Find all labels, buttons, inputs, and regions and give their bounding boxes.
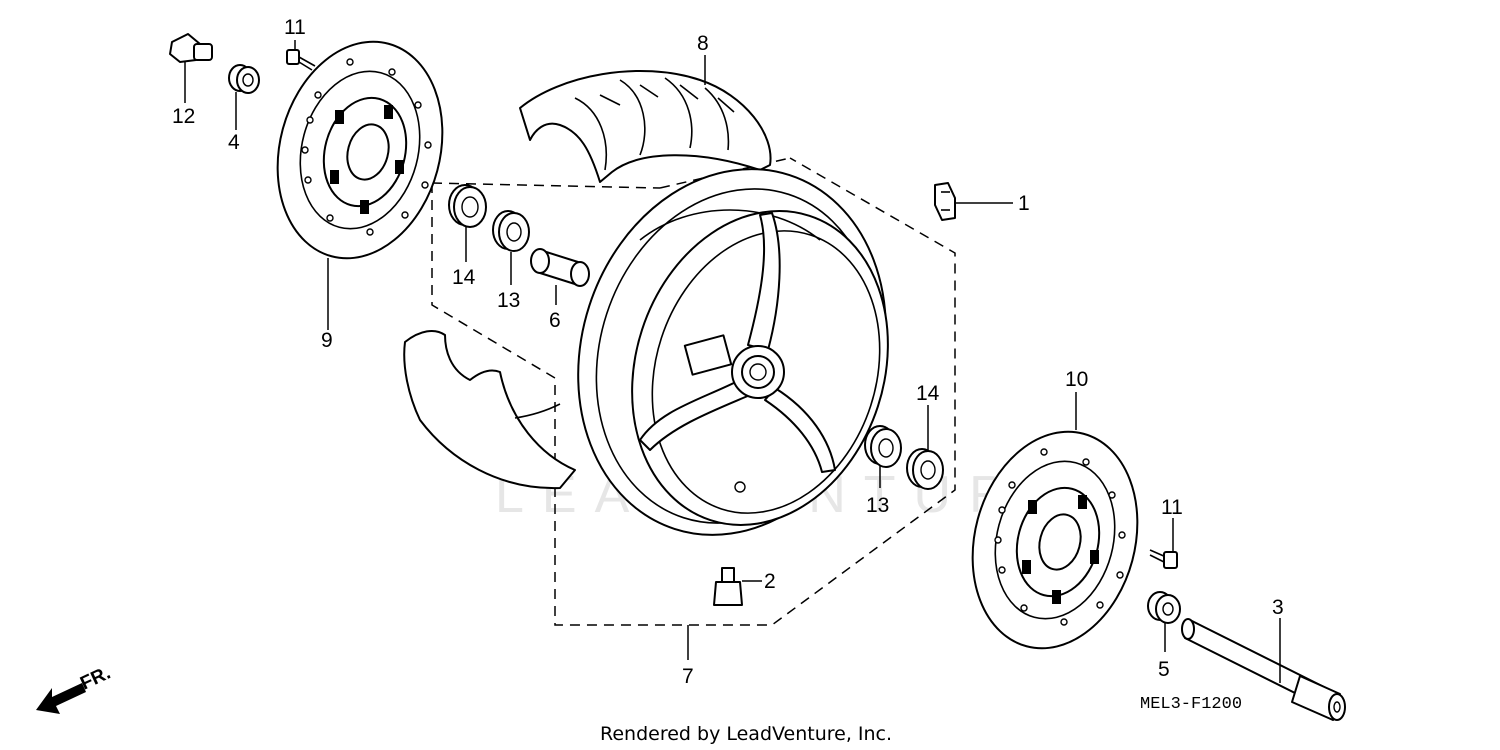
- axle-3[interactable]: [1181, 618, 1346, 721]
- bearing-13-left[interactable]: [492, 210, 530, 252]
- front-direction-indicator: FR.: [36, 663, 114, 714]
- callout-13-right: 13: [866, 494, 889, 517]
- callout-2: 2: [764, 570, 776, 593]
- air-valve-2[interactable]: [713, 567, 743, 606]
- disc-bolt-lower[interactable]: [1149, 549, 1178, 569]
- collar-4[interactable]: [228, 64, 260, 94]
- brake-disc-right[interactable]: [949, 413, 1160, 667]
- arrow-icon: [36, 683, 86, 714]
- balance-weight-1[interactable]: [934, 182, 956, 221]
- callout-11-lower: 11: [1161, 496, 1183, 519]
- callout-4: 4: [228, 131, 240, 154]
- brake-disc-left[interactable]: [254, 23, 465, 277]
- callout-8: 8: [697, 32, 709, 55]
- callout-14-right: 14: [916, 382, 940, 405]
- callout-11-upper: 11: [284, 16, 306, 39]
- callouts: 1 2 3 4 5 6 7 8 9 10 11 11 12 13 13 14 1…: [172, 16, 1284, 688]
- diagram-code: MEL3-F1200: [1140, 695, 1242, 714]
- callout-10: 10: [1065, 368, 1088, 391]
- distance-collar-6[interactable]: [530, 248, 590, 287]
- tire[interactable]: [519, 70, 772, 183]
- tire-lower-half: [403, 329, 576, 490]
- callout-9: 9: [321, 329, 333, 352]
- bearing-14-left[interactable]: [448, 184, 487, 228]
- callout-1: 1: [1018, 192, 1030, 215]
- footer-credit: Rendered by LeadVenture, Inc.: [600, 723, 892, 745]
- callout-5: 5: [1158, 658, 1170, 681]
- bearing-13-right[interactable]: [864, 425, 902, 468]
- disc-bolt-upper[interactable]: [286, 49, 316, 71]
- leader-lines: [184, 40, 1281, 683]
- callout-12: 12: [172, 105, 195, 128]
- wheel-rim[interactable]: [532, 129, 932, 575]
- collar-5[interactable]: [1147, 591, 1181, 624]
- callout-13-left: 13: [497, 289, 520, 312]
- bolt-12[interactable]: [169, 33, 213, 63]
- callout-14-left: 14: [452, 266, 476, 289]
- callout-3: 3: [1272, 596, 1284, 619]
- callout-6: 6: [549, 309, 561, 332]
- dust-seal-14-right[interactable]: [906, 448, 944, 490]
- callout-7: 7: [682, 665, 694, 688]
